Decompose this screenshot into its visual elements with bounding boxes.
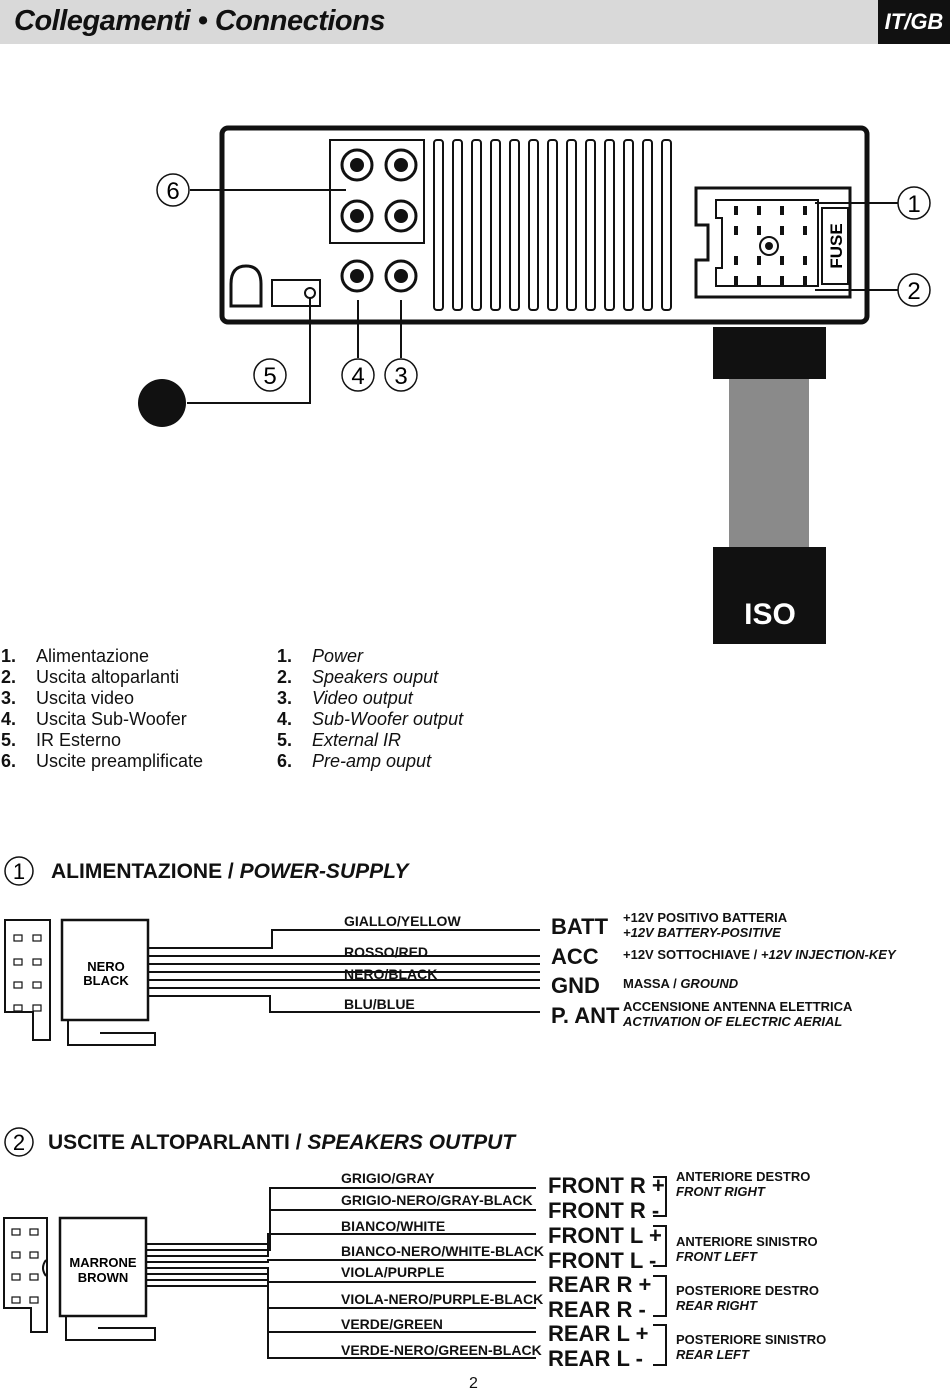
wire-label: NERO/BLACK	[344, 966, 438, 982]
svg-text:1: 1	[13, 859, 25, 884]
svg-text:1: 1	[907, 191, 920, 218]
svg-text:3: 3	[394, 363, 407, 390]
legend-english: 1.Power 2.Speakers ouput 3.Video output …	[277, 646, 463, 772]
fuse-label: FUSE	[827, 223, 846, 268]
callout-4: 4	[341, 358, 375, 392]
wire-label: VIOLA-NERO/PURPLE-BLACK	[341, 1291, 544, 1307]
wire-label: GRIGIO-NERO/GRAY-BLACK	[341, 1192, 533, 1208]
wire-label: VIOLA/PURPLE	[341, 1264, 445, 1280]
ir-receiver-eye	[138, 379, 186, 427]
terminal-label: REAR L -	[548, 1346, 643, 1371]
callout-5: 5	[253, 358, 287, 392]
rca-block	[329, 139, 425, 244]
terminal-label: ACC	[551, 944, 599, 969]
section2-number: 2	[4, 1127, 34, 1157]
list-item: 5.IR Esterno	[1, 730, 122, 750]
callout-6: 6	[156, 173, 190, 207]
svg-text:6: 6	[166, 178, 179, 205]
head-unit-rear-panel	[219, 125, 870, 325]
wire-label: ROSSO/RED	[344, 944, 429, 960]
iso-pins	[734, 206, 807, 285]
list-item: 4.Sub-Woofer output	[277, 709, 464, 729]
callout-3: 3	[384, 358, 418, 392]
svg-text:2: 2	[907, 278, 920, 305]
callout-2: 2	[897, 273, 931, 307]
iso-socket	[694, 186, 852, 299]
language-badge: IT/GB	[878, 0, 950, 44]
list-item: 1.Alimentazione	[1, 646, 150, 666]
list-item: 6.Pre-amp ouput	[277, 751, 432, 771]
section1-title: ALIMENTAZIONE / POWER-SUPPLY	[51, 860, 409, 883]
terminal-label: FRONT R +	[548, 1173, 665, 1198]
wire-label: GRIGIO/GRAY	[341, 1170, 435, 1186]
terminal-description: MASSA / GROUND	[623, 976, 739, 991]
terminal-label: BATT	[551, 914, 609, 939]
section1-number: 1	[4, 856, 34, 886]
iso-plug-top	[713, 327, 826, 379]
list-item: 3.Uscita video	[1, 688, 135, 708]
iso-cable	[729, 379, 809, 547]
terminal-description: +12V SOTTOCHIAVE / +12V INJECTION-KEY	[623, 947, 896, 962]
head-unit-diagram: FUSE ISO 6 1 2 5 4 3	[138, 125, 931, 644]
fuse-holder	[821, 207, 849, 285]
page-title: Collegamenti • Connections	[14, 5, 385, 37]
iso-label: ISO	[744, 598, 796, 631]
speaker-wires	[146, 1187, 536, 1359]
terminal-label: REAR R -	[548, 1297, 646, 1322]
connector-housing-black	[60, 918, 150, 1022]
callout-1: 1	[897, 186, 931, 220]
terminal-label: GND	[551, 973, 600, 998]
list-item: 2.Speakers ouput	[277, 667, 439, 687]
terminal-label: REAR R +	[548, 1272, 652, 1297]
list-item: 6.Uscite preamplificate	[1, 751, 204, 771]
wire-label: VERDE-NERO/GREEN-BLACK	[341, 1342, 542, 1358]
rca-preamp-jacks	[340, 148, 418, 233]
terminal-label: FRONT L +	[548, 1223, 662, 1248]
list-item: 1.Power	[277, 646, 364, 666]
antenna-socket	[229, 264, 263, 308]
terminal-description: +12V POSITIVO BATTERIA+12V BATTERY-POSIT…	[623, 910, 788, 940]
wire-label: BIANCO/WHITE	[341, 1218, 446, 1234]
list-item: 5.External IR	[277, 730, 402, 750]
svg-text:BROWN: BROWN	[78, 1270, 129, 1285]
wire-label: BLU/BLUE	[344, 996, 415, 1012]
svg-text:4: 4	[351, 363, 364, 390]
wire-label: BIANCO-NERO/WHITE-BLACK	[341, 1243, 544, 1259]
speakers-output-diagram: 2 MARRONE BROWN	[3, 1127, 667, 1366]
svg-text:2: 2	[13, 1130, 25, 1155]
terminal-label: P. ANT	[551, 1003, 620, 1028]
wire-label: VERDE/GREEN	[341, 1316, 443, 1332]
svg-text:BLACK: BLACK	[83, 973, 129, 988]
svg-text:MARRONE: MARRONE	[69, 1255, 136, 1270]
wire-label: GIALLO/YELLOW	[344, 913, 461, 929]
list-item: 3.Video output	[277, 688, 413, 708]
header-bar	[0, 0, 950, 44]
list-item: 4.Uscita Sub-Woofer	[1, 709, 187, 729]
legend-italian: 1.Alimentazione 2.Uscita altoparlanti 3.…	[1, 646, 203, 772]
iso-connector-pins	[3, 1217, 48, 1333]
terminal-group-brackets	[653, 1176, 667, 1366]
heatsink-fins	[433, 139, 672, 311]
terminal-label: REAR L +	[548, 1321, 649, 1346]
section2-title: USCITE ALTOPARLANTI / SPEAKERS OUTPUT	[48, 1131, 516, 1154]
list-item: 2.Uscita altoparlanti	[1, 667, 180, 687]
terminal-label: FRONT L -	[548, 1248, 657, 1273]
terminal-label: FRONT R -	[548, 1198, 660, 1223]
svg-text:NERO: NERO	[87, 959, 125, 974]
iso-connector-pins	[4, 919, 51, 1041]
page-number: 2	[469, 1375, 478, 1392]
power-supply-diagram: 1 NERO BLACK	[4, 856, 540, 1046]
rca-sub-video-jacks	[340, 259, 418, 293]
power-wires	[148, 929, 540, 1013]
svg-text:5: 5	[263, 363, 276, 390]
iso-plug-bottom	[713, 547, 826, 644]
